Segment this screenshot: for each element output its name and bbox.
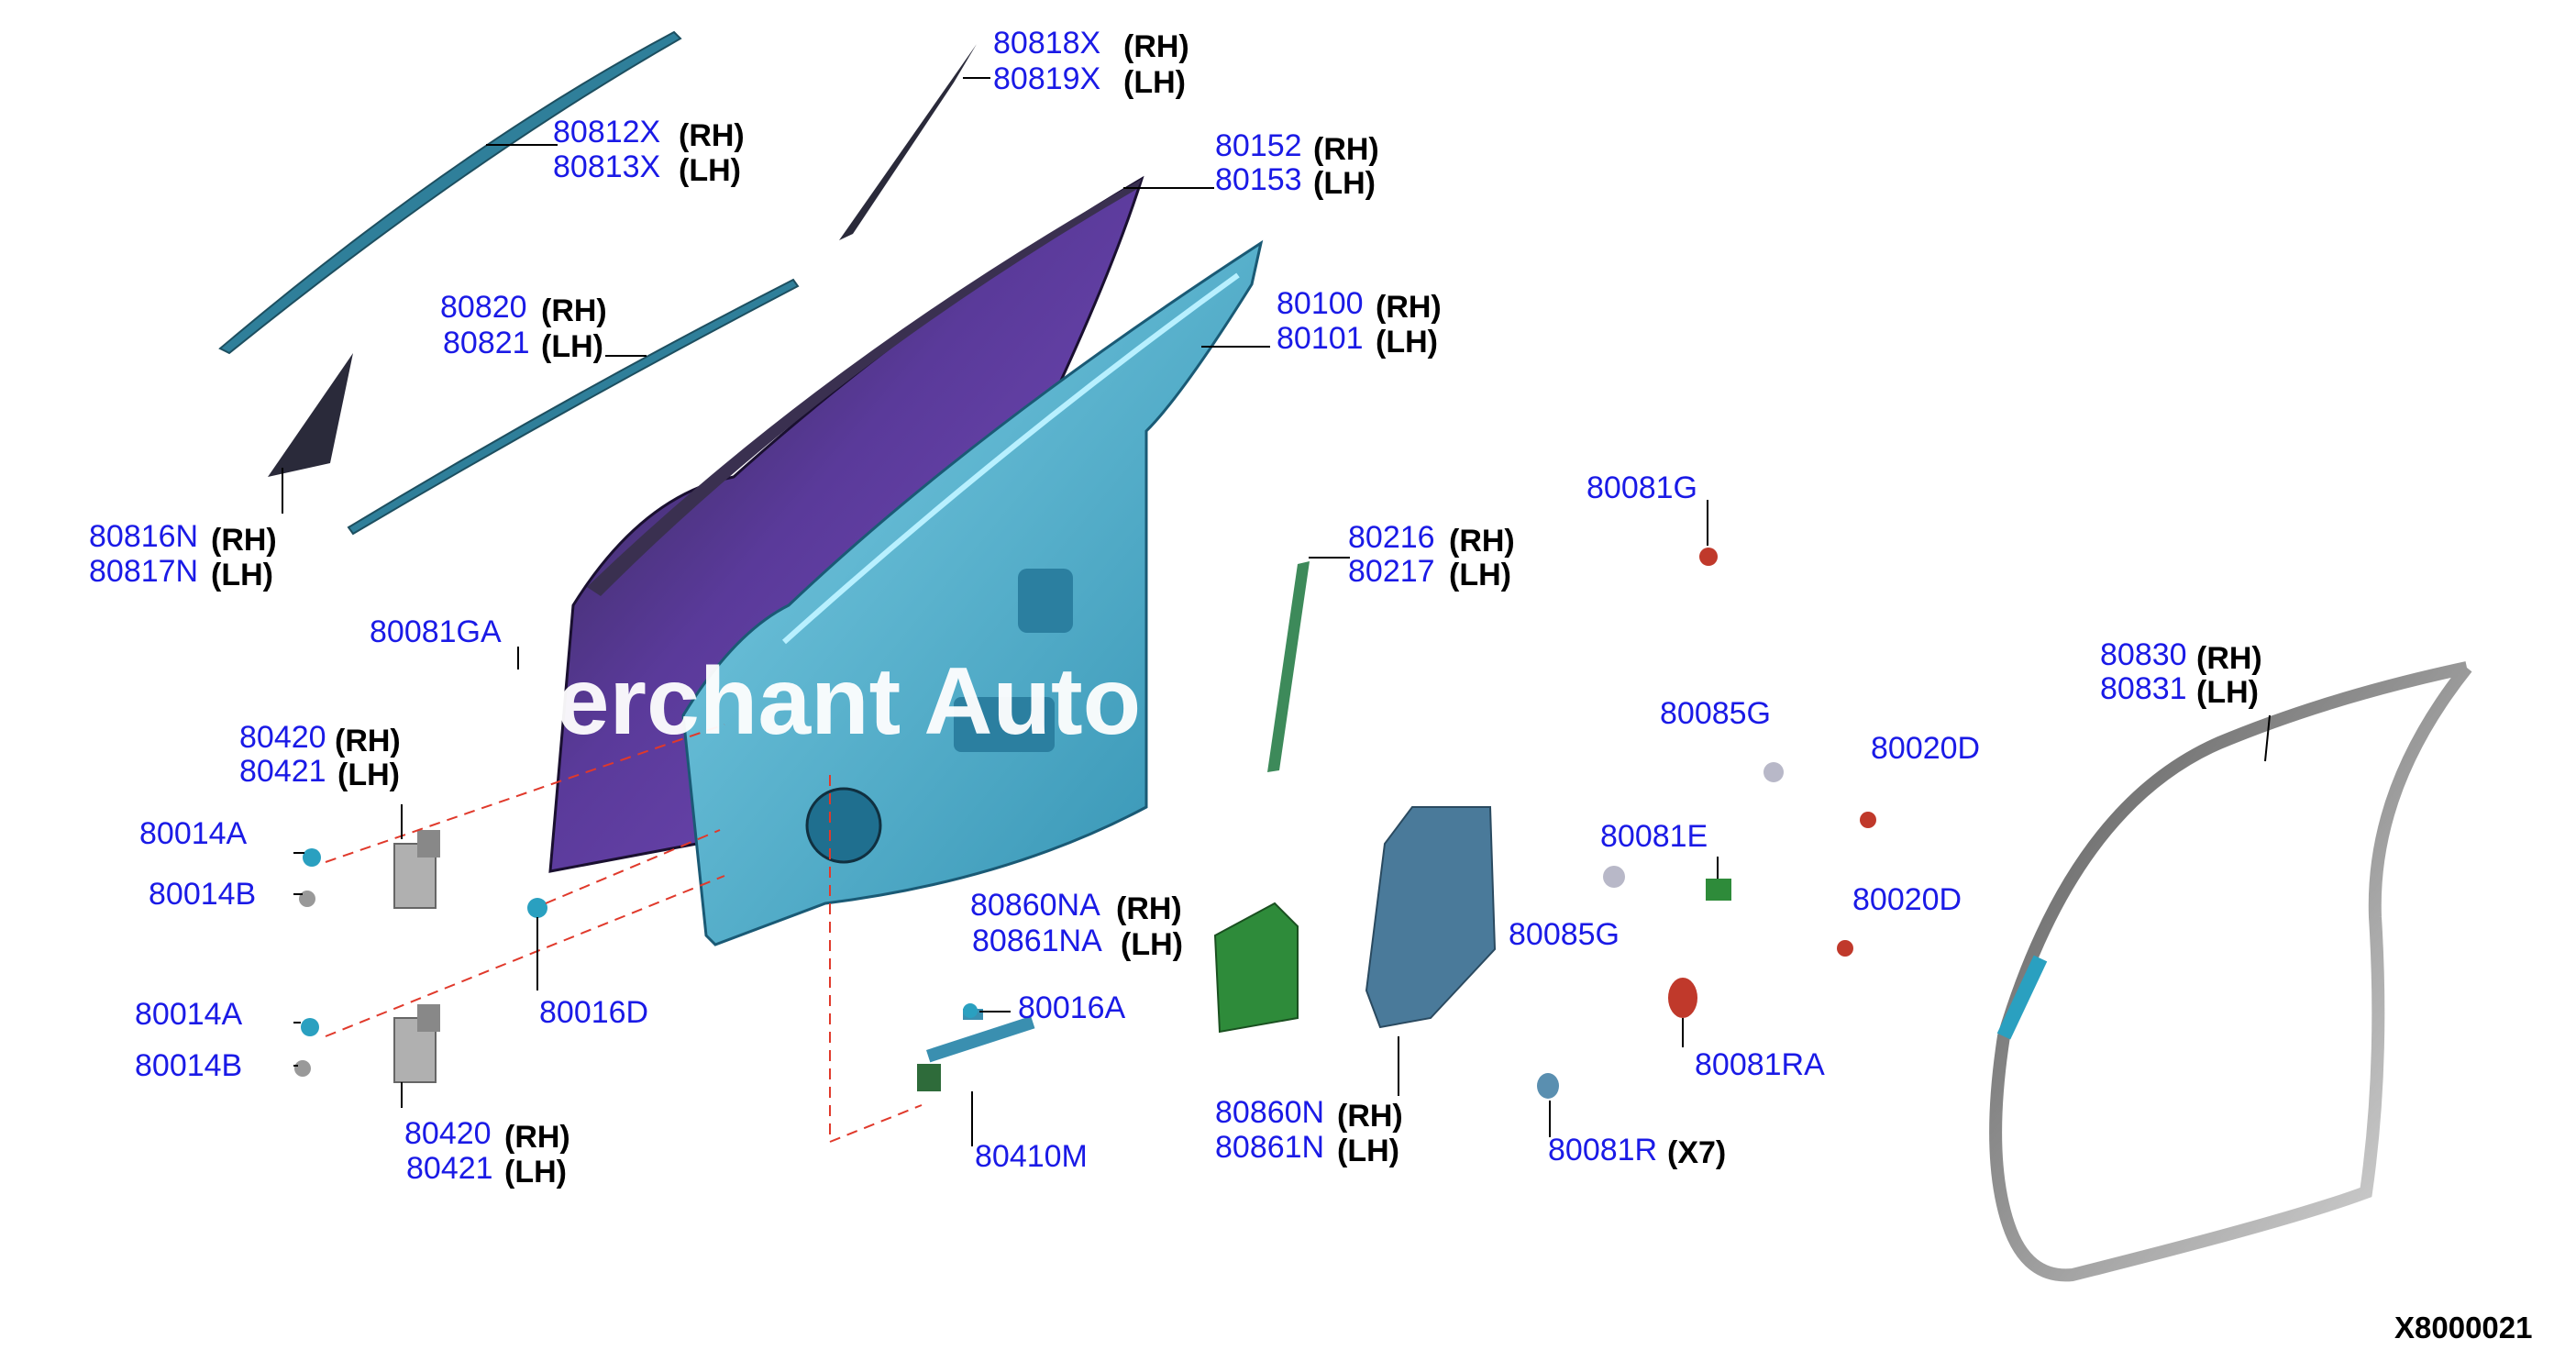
glass-run-channel-part (587, 179, 1142, 596)
callout-side: (LH) (1449, 558, 1511, 592)
callout-part-number: 80813X (553, 149, 660, 184)
callout-part-number: 80216 (1348, 520, 1435, 555)
callout-part-number: 80860N (1215, 1095, 1324, 1130)
callout-part-number: 80020D (1852, 882, 1962, 917)
callout-part-number: 80014A (139, 816, 248, 851)
callout-part-number: 80081RA (1695, 1047, 1825, 1082)
callout-side: (LH) (337, 758, 400, 792)
plug-part (1763, 762, 1784, 782)
door-inner-frame-part (681, 239, 1264, 946)
callout-side: (LH) (1337, 1134, 1399, 1168)
belt-weatherstrip-part (347, 278, 800, 536)
hole-plug-part (1537, 1073, 1559, 1099)
callout-side: (LH) (541, 329, 603, 364)
callout-side: (RH) (1449, 524, 1515, 559)
hinge-nut-part (294, 1060, 311, 1077)
bolt-part (963, 1003, 978, 1018)
callout-side: (RH) (541, 293, 607, 328)
callout-side: (RH) (1123, 29, 1189, 64)
callout-side: (LH) (1313, 166, 1376, 201)
inner-trim-pad-part (1365, 806, 1497, 1029)
callout-part-number: 80861N (1215, 1130, 1324, 1165)
grommet-part (1837, 940, 1853, 957)
callout-part-number: 80081E (1600, 819, 1708, 854)
callout-side: (LH) (2196, 675, 2259, 710)
callout-part-number: 80217 (1348, 554, 1435, 589)
callout-part-number: 80153 (1215, 162, 1302, 197)
plug-part (1603, 866, 1625, 888)
watermark: Merchant Auto (477, 648, 1141, 755)
callout-part-number: 80421 (239, 754, 326, 789)
callout-side: (RH) (1116, 891, 1182, 926)
callout-side: (LH) (211, 558, 273, 592)
diagram-code: X8000021 (2394, 1311, 2532, 1344)
callout-side: (LH) (1376, 325, 1438, 360)
callout-part-number: 80821 (443, 326, 530, 360)
callout-part-number: 80014B (149, 877, 256, 912)
callout-part-number: 80081G (1587, 470, 1697, 505)
callout-side: (RH) (1337, 1099, 1403, 1134)
callout-part-number: 80081R (1548, 1133, 1657, 1167)
callout-part-number: 80085G (1660, 696, 1771, 731)
callout-side: (LH) (1123, 65, 1186, 100)
callout-part-number: 80421 (406, 1151, 493, 1186)
corner-trim-part (268, 353, 353, 477)
callout-part-number: 80420 (404, 1116, 492, 1151)
callout-part-number: 80818X (993, 26, 1100, 61)
callout-part-number: 80152 (1215, 128, 1302, 163)
callout-part-number: 80016D (539, 995, 648, 1030)
leader-lines (282, 77, 2271, 1146)
callout-part-number: 80860NA (970, 888, 1100, 923)
hinge-bolt-part (301, 1018, 319, 1036)
plug-part (1699, 548, 1718, 566)
run-channel-part (1267, 561, 1310, 772)
callout-part-number: 80014B (135, 1048, 242, 1083)
callout-side: (RH) (335, 724, 401, 758)
door-weatherstrip-part (1989, 661, 2472, 1282)
callout-part-number: 80085G (1509, 917, 1620, 952)
callout-part-number: 80081GA (370, 614, 502, 649)
callout-part-number: 80861NA (972, 924, 1102, 958)
callout-part-number: 80831 (2100, 671, 2187, 706)
callout-side: (LH) (679, 153, 741, 188)
callout-part-number: 80812X (553, 115, 660, 149)
callout-part-number: 80014A (135, 997, 243, 1032)
callout-side: (RH) (1313, 132, 1379, 167)
callout-part-number: 80819X (993, 61, 1100, 96)
parts-illustration (218, 30, 2472, 1282)
callout-labels: 80818X (RH) 80819X (LH) 80812X (RH) 8081… (89, 26, 2262, 1189)
callout-side: (RH) (504, 1120, 570, 1155)
grommet-part (1860, 812, 1876, 828)
callout-part-number: 80817N (89, 554, 198, 589)
callout-side: (LH) (1121, 927, 1183, 962)
callout-side: (RH) (679, 118, 745, 153)
callout-part-number: 80410M (975, 1139, 1088, 1174)
callout-part-number: 80101 (1277, 321, 1364, 356)
callout-part-number: 80016A (1018, 990, 1126, 1025)
bolt-part (527, 898, 547, 918)
lower-hinge-part (393, 1004, 440, 1083)
upper-triangle-trim-part (839, 44, 977, 240)
upper-hinge-part (393, 830, 440, 909)
sealing-plug-part (1668, 978, 1697, 1018)
hinge-bolt-part (303, 848, 321, 867)
callout-part-number: 80420 (239, 720, 326, 755)
callout-part-number: 80816N (89, 519, 198, 554)
callout-side: (X7) (1667, 1135, 1726, 1170)
roof-moulding-part (218, 30, 682, 355)
callout-side: (LH) (504, 1155, 567, 1189)
callout-part-number: 80830 (2100, 637, 2187, 672)
callout-part-number: 80100 (1277, 286, 1364, 321)
side-bracket-part (1213, 902, 1299, 1034)
callout-side: (RH) (2196, 641, 2262, 676)
callout-side: (RH) (211, 523, 277, 558)
alignment-lines (325, 724, 923, 1143)
callout-part-number: 80820 (440, 290, 527, 325)
hinge-nut-part (299, 891, 315, 907)
callout-part-number: 80020D (1871, 731, 1980, 766)
clip-part (1706, 879, 1731, 901)
callout-side: (RH) (1376, 290, 1442, 325)
